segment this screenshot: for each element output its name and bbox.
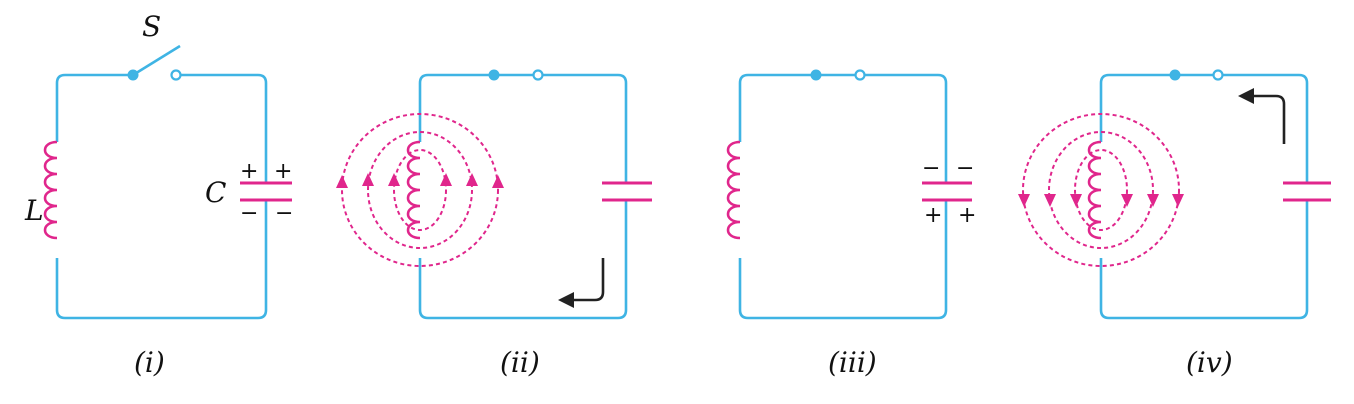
charge-sign: + xyxy=(240,159,258,184)
inductor-coil xyxy=(726,140,742,240)
circuit-wire xyxy=(1099,73,1309,320)
panel-caption: (iii) xyxy=(828,346,877,379)
charge-sign: − xyxy=(956,156,974,181)
switch-terminal xyxy=(170,69,182,81)
panel-caption: (iv) xyxy=(1186,346,1233,379)
panel-3: − − + + (iii) xyxy=(726,69,976,379)
charge-sign: − xyxy=(922,156,940,181)
switch-terminal xyxy=(1212,69,1224,81)
current-arrow xyxy=(1238,88,1286,144)
charge-sign: + xyxy=(924,203,942,228)
charge-sign: − xyxy=(240,201,258,226)
panel-caption: (i) xyxy=(134,346,165,379)
current-arrow xyxy=(558,258,605,308)
switch-contact xyxy=(488,69,500,81)
inductor-coil xyxy=(406,140,422,240)
switch-terminal xyxy=(854,69,866,81)
panel-4: (iv) xyxy=(1018,69,1331,379)
switch-terminal xyxy=(532,69,544,81)
circuit-wire xyxy=(418,73,628,320)
panel-caption: (ii) xyxy=(500,346,540,379)
panel-2: (ii) xyxy=(336,69,652,379)
switch-contact xyxy=(810,69,822,81)
inductor-coil xyxy=(43,140,59,240)
charge-sign: − xyxy=(275,201,293,226)
inductor-label: L xyxy=(24,194,44,227)
circuit-wire xyxy=(738,73,948,320)
inductor-coil xyxy=(1087,140,1103,240)
charge-sign: + xyxy=(274,159,292,184)
switch-contact xyxy=(1169,69,1181,81)
switch-blade[interactable] xyxy=(132,44,181,77)
capacitor-label: C xyxy=(205,176,226,209)
charge-sign: + xyxy=(958,203,976,228)
panel-1: L S C + + − − (i) xyxy=(24,10,293,379)
switch-label: S xyxy=(142,10,161,43)
circuit-wire xyxy=(55,73,268,320)
